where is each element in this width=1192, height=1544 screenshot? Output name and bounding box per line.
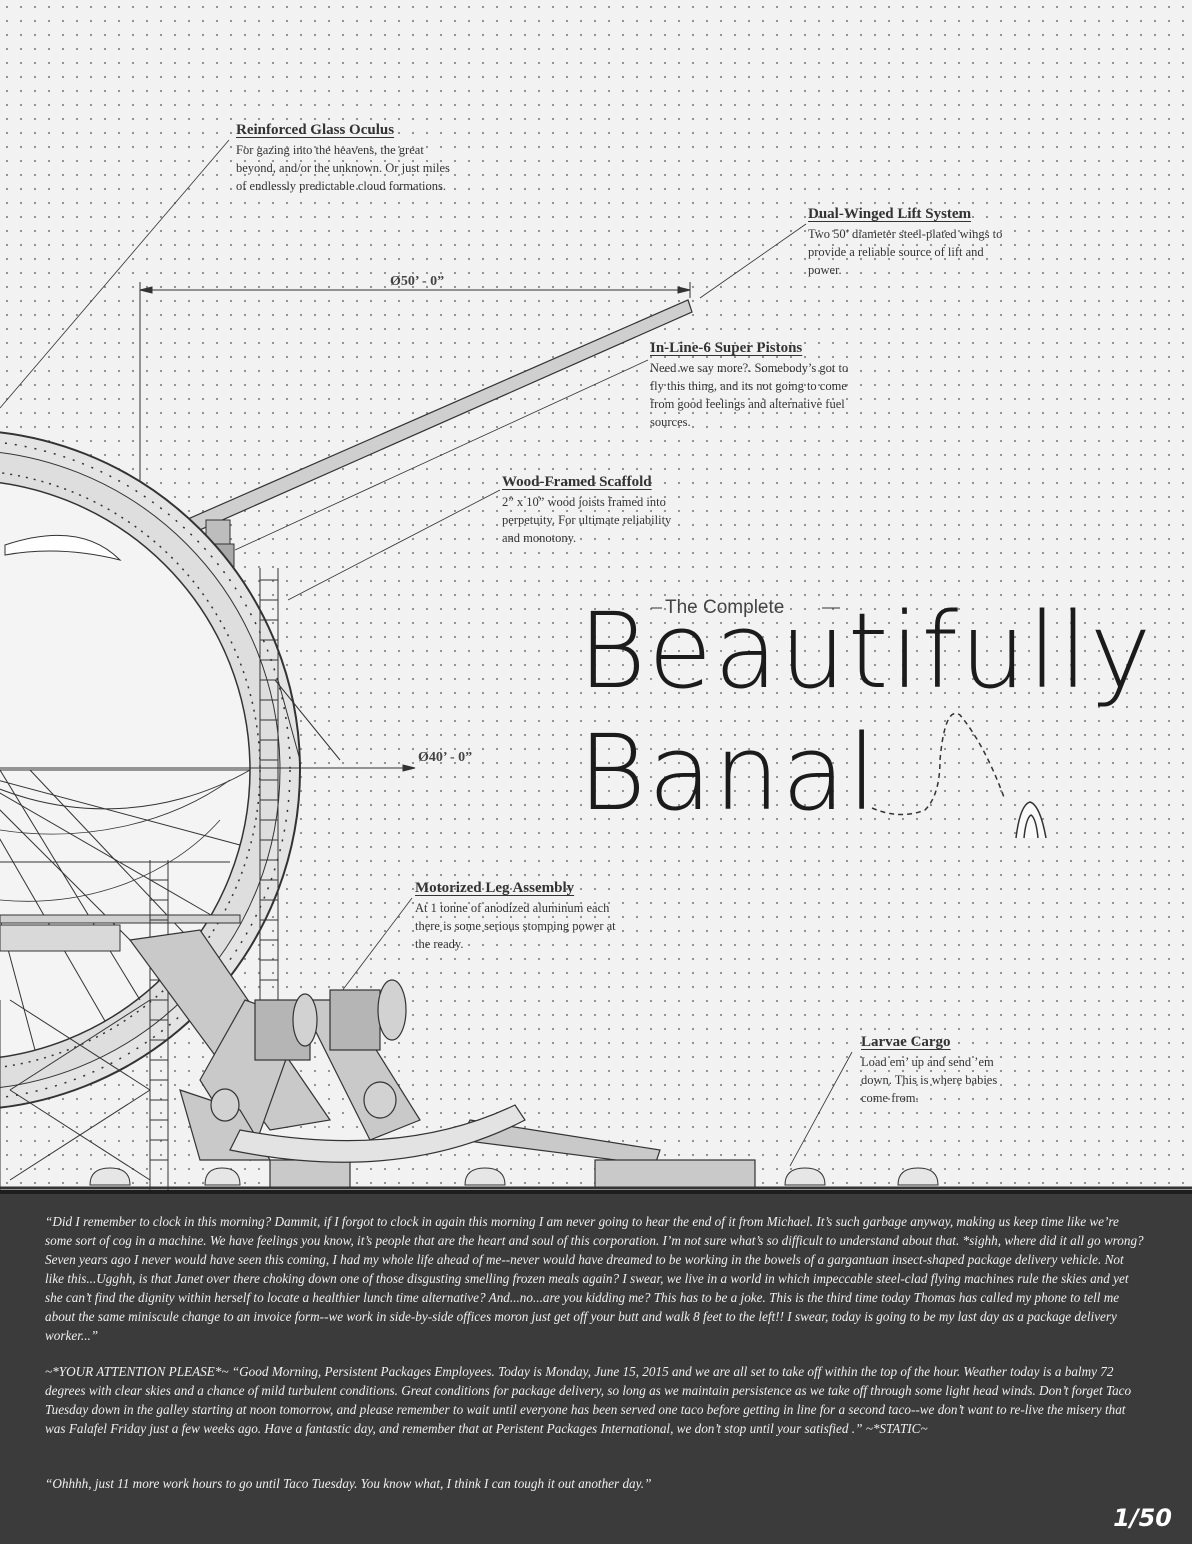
callout-pistons-desc: Need we say more?. Somebody’s got to fly…: [650, 361, 849, 429]
page-number: 1/50: [1113, 1504, 1172, 1532]
story-paragraph-1: “Did I remember to clock in this morning…: [45, 1214, 1144, 1343]
story-panel: “Did I remember to clock in this morning…: [0, 1190, 1192, 1544]
callout-wings-desc: Two 50’ diameter steel-plated wings to p…: [808, 227, 1003, 277]
callout-oculus-title: Reinforced Glass Oculus: [236, 122, 395, 138]
callout-legs: Motorized Leg Assembly At 1 tonne of ano…: [415, 880, 625, 953]
callout-legs-title: Motorized Leg Assembly: [415, 880, 575, 896]
machine-elevation-drawing: [0, 139, 1192, 1190]
callout-wings: Dual-Winged Lift System Two 50’ diameter…: [808, 206, 1018, 279]
callout-oculus: Reinforced Glass Oculus For gazing into …: [236, 122, 456, 195]
callout-pistons: In-Line-6 Super Pistons Need we say more…: [650, 340, 865, 431]
callout-legs-desc: At 1 tonne of anodized aluminum each the…: [415, 901, 616, 951]
callout-scaffold-desc: 2” x 10” wood joists framed into perpetu…: [502, 495, 672, 545]
title-line-1: Beautifully: [578, 590, 1154, 712]
title-small: The Complete: [665, 597, 785, 618]
callout-wings-title: Dual-Winged Lift System: [808, 206, 972, 222]
dimension-40: Ø40’ - 0”: [418, 750, 473, 765]
story-paragraph-3: “Ohhhh, just 11 more work hours to go un…: [45, 1476, 652, 1491]
dimension-50: Ø50’ - 0”: [390, 274, 445, 289]
callout-pistons-title: In-Line-6 Super Pistons: [650, 340, 803, 356]
callout-cargo-title: Larvae Cargo: [861, 1034, 951, 1050]
callout-scaffold: Wood-Framed Scaffold 2” x 10” wood joist…: [502, 474, 677, 547]
callout-scaffold-title: Wood-Framed Scaffold: [502, 474, 652, 490]
callout-cargo-desc: Load em’ up and send ’em down. This is w…: [861, 1055, 998, 1105]
title-line-2: Banal: [578, 712, 879, 834]
callout-cargo: Larvae Cargo Load em’ up and send ’em do…: [861, 1034, 1026, 1107]
callout-oculus-desc: For gazing into the heavens, the great b…: [236, 143, 450, 193]
story-paragraph-2: ~*YOUR ATTENTION PLEASE*~ “Good Morning,…: [45, 1364, 1132, 1436]
